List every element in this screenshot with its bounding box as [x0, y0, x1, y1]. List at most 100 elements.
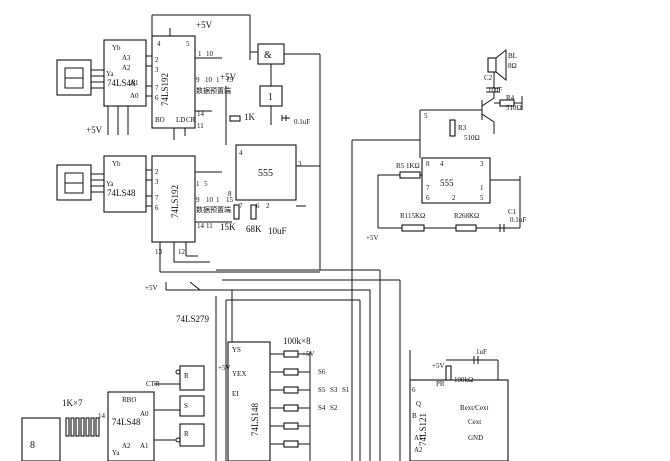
ls48-upper-pin-a0: A0	[130, 92, 139, 100]
timer-555-right: 555 8 4 3 7 6 2 1 5	[421, 157, 521, 204]
ls192u-p14: 14	[197, 110, 205, 118]
ls192l-p6: 6	[155, 204, 159, 212]
switch-s2: S2	[330, 404, 338, 412]
t555c-p2: 2	[266, 202, 270, 210]
c-10uf-label: 10uF	[268, 226, 287, 236]
r1-label: R1	[400, 212, 409, 220]
r100k-rows	[270, 350, 310, 448]
switch-s4: S4	[318, 404, 326, 412]
c2-val: 10uF	[488, 86, 503, 94]
ls121-rext: Rext/Cext	[460, 404, 488, 412]
switch-s3: S3	[330, 386, 338, 394]
r3-val: 510Ω	[464, 134, 480, 142]
ls121-label: 74LS121	[418, 413, 428, 446]
ls192l-p3: 3	[155, 178, 159, 186]
switch-labels: S6 S5 S4 S3 S2 S1	[318, 368, 350, 412]
r2-val: 68KΩ	[462, 212, 479, 220]
c-01uf-label: 0.1uF	[294, 118, 310, 126]
ls192l-p11: 11	[206, 222, 213, 230]
r-68k-label: 68K	[246, 224, 262, 234]
speaker-label: BL	[508, 52, 517, 60]
ls48-bottom: 74LS48 RBO A1 A2 A0 Ya CTR	[107, 380, 160, 461]
ls192-lower-label: 74LS192	[170, 185, 180, 218]
t555r-p4: 4	[440, 160, 444, 168]
ls192u-ld: LD	[176, 116, 185, 124]
t555r-p3: 3	[480, 160, 484, 168]
and-gate: &	[250, 43, 321, 270]
c-1uf-label: 1uF	[476, 348, 487, 356]
timer-555-center: 555 4 8 7 6 2 3 1K 0.1uF 15K 68K 10uF	[220, 86, 320, 236]
c2-label: C2	[484, 74, 493, 82]
ls48b-ctr: CTR	[146, 380, 160, 388]
r5-label: R5	[396, 162, 405, 170]
ls48-upper-pin-a2: A2	[122, 64, 131, 72]
ls192u-p3: 3	[155, 66, 159, 74]
r3-label: R3	[458, 124, 467, 132]
timer-555-right-label: 555	[440, 178, 454, 188]
ls192l-p1: 1	[196, 180, 200, 188]
bus-wires: +5V	[145, 255, 401, 461]
ls48-upper-pin-a3: A3	[122, 54, 131, 62]
ls279-s1: S	[184, 402, 188, 410]
ls192-upper: 74LS192 4 5 2 3 7 6 BO LD CR 1 10 9 10 1…	[151, 35, 234, 140]
t555c-p8: 8	[228, 190, 232, 198]
inverter: 1	[259, 85, 283, 125]
ls121-b: B	[412, 412, 417, 420]
ls48-lower-label: 74LS48	[107, 188, 136, 198]
t555c-p7: 7	[239, 202, 243, 210]
timer-555-center-label: 555	[258, 168, 273, 179]
ls48-lower-pin-yb: Yb	[112, 160, 121, 168]
t555r-p6: 6	[426, 194, 430, 202]
ls192u-p9: 9	[196, 76, 200, 84]
c1-label: C1	[508, 208, 517, 216]
tone-network: R5 1KΩ R1 15KΩ R2 68KΩ C1 0.1uF +5V 5 R3…	[351, 109, 526, 461]
right-frame-wires	[399, 180, 521, 380]
ls192l-p1b: 1	[216, 196, 220, 204]
supply-label-a: +5V	[86, 125, 103, 135]
resistor-array-bottom	[65, 417, 100, 437]
ls48-lower: 74LS48 Yb Ya	[103, 155, 152, 213]
t555c-p4: 4	[239, 149, 243, 157]
ls279: 74LS279 R S R	[154, 314, 210, 447]
t555r-p1: 1	[480, 184, 484, 192]
r-1k-label: 1K	[244, 112, 256, 122]
ls48b-a2: A2	[122, 442, 131, 450]
ls48b-rbo: RBO	[122, 396, 136, 404]
ls148: 74LS148 YS YEX EI +5V	[218, 341, 271, 461]
ls121-q: Q	[416, 400, 421, 408]
speaker: BL 8Ω	[487, 48, 517, 82]
r2-label: R2	[454, 212, 463, 220]
ls148-yex: YEX	[232, 370, 246, 378]
led-pin-14: 14	[98, 412, 106, 420]
ls192u-p5: 5	[186, 40, 190, 48]
r1-val: 15KΩ	[408, 212, 425, 220]
ls48b-a0: A0	[140, 410, 149, 418]
ls192-lower: 74LS192 2 3 7 6 1 5 9 10 1 15 数据预置端 14 1…	[151, 155, 234, 272]
switch-s6: S6	[318, 368, 326, 376]
ls192l-p2: 2	[155, 168, 159, 176]
ls279-r1: R	[184, 372, 189, 380]
t555r-p8: 8	[426, 160, 430, 168]
ls192u-p6: 6	[155, 94, 159, 102]
ls192u-p4: 4	[157, 40, 161, 48]
ls121-a1: A1	[414, 434, 423, 442]
r-1k-x7-label: 1K×7	[62, 398, 83, 408]
supply-label-d: +5V	[218, 364, 231, 372]
ls192u-p2: 2	[155, 56, 159, 64]
r4-val: 510Ω	[506, 104, 522, 112]
ls192u-note: 数据预置端	[196, 86, 231, 95]
ls192l-note: 数据预置端	[196, 205, 231, 214]
ls192l-p7: 7	[155, 194, 159, 202]
ls192u-p15: 15	[226, 76, 234, 84]
ls48-upper-pin-ya: Ya	[106, 70, 114, 78]
ls148-ys: YS	[232, 346, 241, 354]
ls192l-p9: 9	[196, 196, 200, 204]
ls48-upper-label: 74LS48	[107, 78, 136, 88]
display-upper	[56, 59, 104, 96]
ls192l-p15: 15	[226, 196, 234, 204]
ls192l-p12: 12	[178, 248, 186, 256]
t555r-p5: 5	[480, 194, 484, 202]
r4-label: R4	[506, 94, 515, 102]
ls48-upper-pin-a1: A1	[130, 79, 139, 87]
ls48b-ya: Ya	[112, 449, 120, 457]
